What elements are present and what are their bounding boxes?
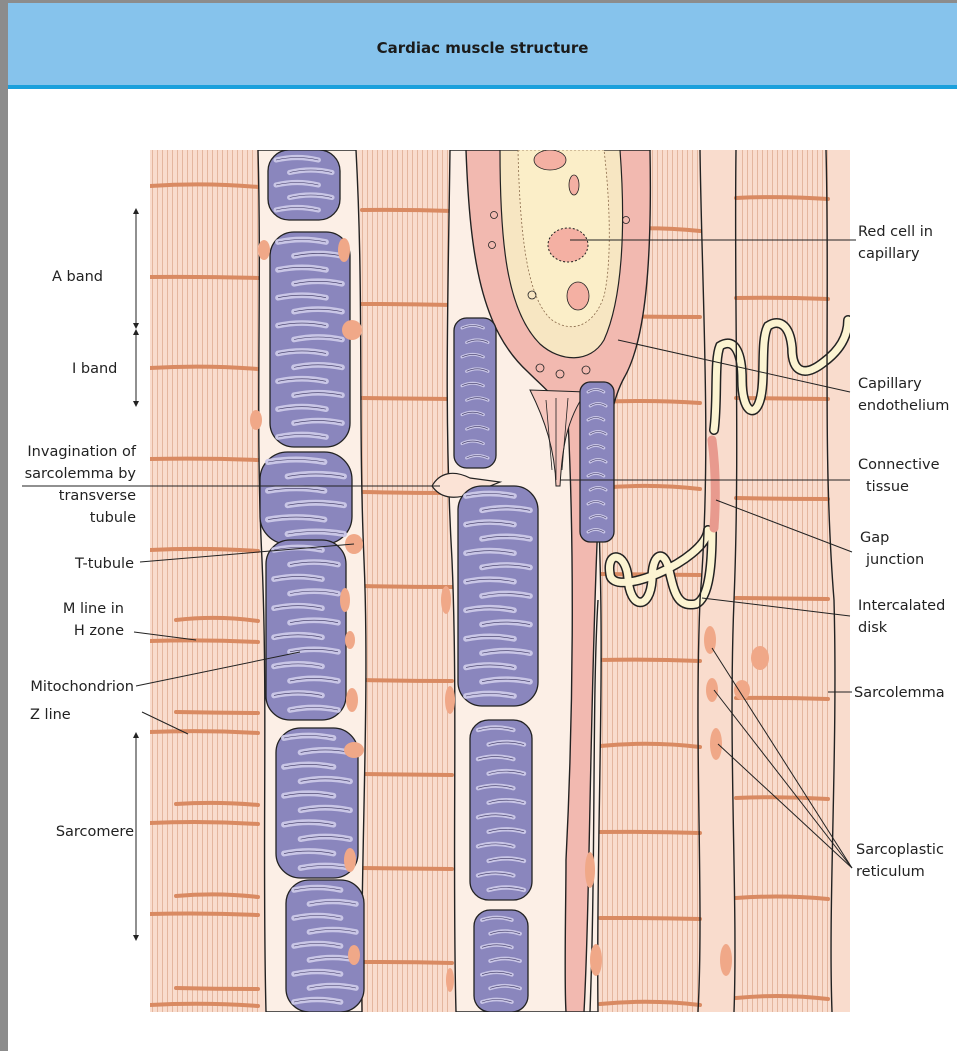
z-line: [736, 698, 828, 699]
z-line: [176, 712, 258, 713]
z-line: [362, 962, 452, 963]
z-line: [362, 774, 452, 775]
svg-text:H zone: H zone: [74, 623, 124, 639]
sarcoplasmic-reticulum-blob: [751, 646, 769, 670]
red-cell: [548, 228, 588, 262]
mitochondrion: [266, 540, 346, 720]
label-invagination: Invagination of sarcolemma by transverse…: [25, 444, 137, 526]
z-line: [150, 549, 258, 551]
mitochondrion: [470, 720, 532, 900]
myofibril-column: [362, 150, 452, 1012]
label-mitochondrion: Mitochondrion: [30, 679, 134, 695]
sarcoplasmic-reticulum-blob: [441, 586, 451, 614]
mitochondrion: [458, 486, 538, 706]
sarcoplasmic-reticulum-blob: [710, 728, 722, 760]
svg-text:tissue: tissue: [866, 479, 909, 495]
gap-junction: [712, 440, 715, 528]
label-intercalated-disk: Intercalated disk: [858, 598, 945, 636]
z-line: [362, 868, 452, 869]
z-line: [736, 797, 828, 799]
z-line: [600, 832, 700, 833]
label-gap-junction: Gap junction: [860, 530, 924, 568]
svg-text:Capillary: Capillary: [858, 376, 922, 392]
sarcoplasmic-reticulum-blob: [344, 848, 356, 872]
label-z-line: Z line: [30, 707, 71, 723]
sarcoplasmic-reticulum-blob: [345, 631, 355, 649]
sarcoplasmic-reticulum-blob: [445, 686, 455, 714]
label-i-band: I band: [72, 361, 117, 377]
svg-text:disk: disk: [858, 620, 888, 636]
z-line: [176, 988, 258, 989]
z-line: [362, 398, 452, 399]
mitochondrion: [260, 452, 352, 544]
svg-text:reticulum: reticulum: [856, 864, 925, 880]
sarcoplasmic-reticulum-blob: [348, 945, 360, 965]
z-line: [362, 304, 452, 305]
z-line: [150, 913, 258, 915]
sarcoplasmic-reticulum-blob: [590, 944, 602, 976]
sarcoplasmic-reticulum-blob: [338, 238, 350, 262]
z-line: [600, 918, 700, 919]
z-line: [150, 459, 258, 460]
mitochondrion: [454, 318, 496, 468]
sarcoplasmic-reticulum-blob: [342, 320, 362, 340]
mitochondrion: [270, 232, 350, 447]
z-line: [736, 598, 828, 599]
z-line: [736, 498, 828, 499]
svg-text:junction: junction: [865, 552, 924, 568]
z-line: [176, 803, 258, 805]
sarcoplasmic-reticulum-blob: [734, 680, 750, 700]
sarcoplasmic-reticulum-blob: [340, 588, 350, 612]
svg-text:Sarcoplastic: Sarcoplastic: [856, 842, 944, 858]
z-line: [736, 298, 828, 299]
svg-text:Red cell in: Red cell in: [858, 224, 933, 240]
svg-text:sarcolemma by: sarcolemma by: [25, 466, 137, 482]
svg-text:endothelium: endothelium: [858, 398, 949, 414]
mitochondrion: [474, 910, 528, 1012]
sarcoplasmic-reticulum-blob: [720, 944, 732, 976]
z-line: [150, 277, 258, 278]
label-t-tubule: T-tubule: [74, 556, 134, 572]
label-capillary-endothelium: Capillary endothelium: [858, 376, 949, 414]
label-connective-tissue: Connective tissue: [858, 457, 940, 495]
mitochondrion: [268, 150, 340, 220]
sarcoplasmic-reticulum-blob: [706, 678, 718, 702]
z-line: [736, 197, 828, 199]
svg-text:Connective: Connective: [858, 457, 940, 473]
svg-text:transverse: transverse: [59, 488, 136, 504]
z-line: [150, 640, 258, 642]
z-line: [150, 1004, 258, 1006]
label-red-cell: Red cell in capillary: [858, 224, 933, 262]
label-sarcomere: Sarcomere: [56, 824, 134, 840]
sarcoplasmic-reticulum-blob: [446, 968, 454, 992]
sarcoplasmic-reticulum-blob: [250, 410, 262, 430]
sarcoplasmic-reticulum-blob: [346, 688, 358, 712]
svg-text:tubule: tubule: [90, 510, 136, 526]
z-line: [150, 731, 258, 733]
svg-text:Gap: Gap: [860, 530, 889, 546]
label-m-line: M line in H zone: [63, 601, 124, 639]
sarcoplasmic-reticulum-blob: [585, 852, 595, 888]
z-line: [362, 680, 452, 681]
label-sarcolemma: Sarcolemma: [854, 685, 945, 701]
myofibril-column: [738, 150, 828, 1012]
svg-text:M line in: M line in: [63, 601, 124, 617]
svg-text:Intercalated: Intercalated: [858, 598, 945, 614]
mitochondrion: [580, 382, 614, 542]
z-line: [362, 210, 452, 211]
label-sarcoplastic-reticulum: Sarcoplastic reticulum: [856, 842, 944, 880]
sarcoplasmic-reticulum-blob: [344, 742, 364, 758]
z-line: [736, 398, 828, 399]
z-line: [362, 586, 452, 587]
label-a-band: A band: [52, 269, 103, 285]
sarcoplasmic-reticulum-blob: [258, 240, 270, 260]
sarcoplasmic-reticulum-blob: [704, 626, 716, 654]
svg-text:Invagination of: Invagination of: [27, 444, 136, 460]
z-line: [150, 822, 258, 824]
tissue-illustration: [150, 150, 850, 1012]
z-line: [600, 660, 700, 661]
svg-text:capillary: capillary: [858, 246, 920, 262]
